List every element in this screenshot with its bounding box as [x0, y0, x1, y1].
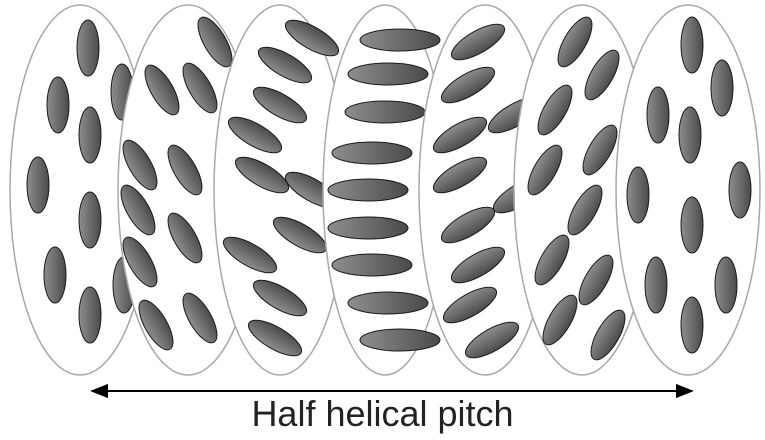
molecule	[647, 87, 669, 143]
molecule	[328, 179, 408, 201]
molecule	[348, 292, 428, 314]
molecule	[645, 257, 667, 313]
layer-7	[616, 5, 760, 375]
molecule	[681, 17, 703, 73]
molecule	[332, 142, 412, 164]
molecule	[627, 167, 649, 223]
molecule	[79, 192, 101, 248]
molecule	[729, 162, 751, 218]
molecule	[711, 60, 733, 116]
pitch-caption: Half helical pitch	[0, 392, 765, 436]
molecule	[715, 257, 737, 313]
molecule	[47, 77, 69, 133]
molecule	[345, 101, 425, 123]
molecule	[79, 107, 101, 163]
molecule	[360, 329, 440, 351]
molecule	[79, 287, 101, 343]
molecule	[332, 254, 412, 276]
molecule	[360, 29, 440, 51]
molecule	[44, 247, 66, 303]
molecule	[348, 63, 428, 85]
molecule	[681, 297, 703, 353]
molecule	[681, 197, 703, 253]
molecule	[328, 217, 408, 239]
molecule	[27, 157, 49, 213]
molecule	[679, 107, 701, 163]
molecule	[77, 20, 99, 76]
